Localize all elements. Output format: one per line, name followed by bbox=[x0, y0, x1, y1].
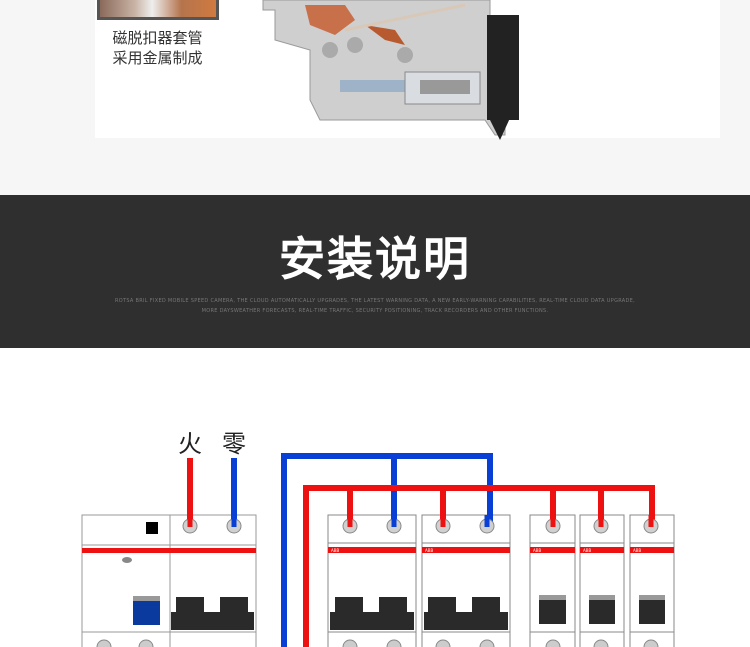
neutral-label: 零 bbox=[222, 430, 246, 458]
banner-subtitle-line-2: MORE DAYSWEATHER FORECASTS, REAL-TIME TR… bbox=[201, 308, 549, 314]
single-pole-breaker: ABB bbox=[629, 514, 675, 647]
breaker-toggle bbox=[589, 597, 615, 624]
banner-subtitle-line-1: ROTSA BRIL FIXED MOBILE SPEED CAMERA, TH… bbox=[114, 298, 636, 304]
breaker-toggle bbox=[539, 597, 566, 624]
single-pole-breaker: ABB bbox=[579, 514, 625, 647]
brand-mark: ABB bbox=[533, 548, 541, 553]
banner-title: 安装说明 bbox=[279, 232, 471, 286]
brand-mark: ABB bbox=[331, 548, 339, 553]
caption-line-1: 磁脱扣器套管 bbox=[112, 29, 203, 47]
brand-mark: ABB bbox=[425, 548, 433, 553]
caption-line-2: 采用金属制成 bbox=[112, 49, 203, 67]
rcd-toggle bbox=[171, 612, 254, 630]
product-detail-section: 磁脱扣器套管 采用金属制成 bbox=[0, 0, 750, 195]
feature-caption: 磁脱扣器套管 采用金属制成 bbox=[95, 28, 220, 68]
breaker-toggle bbox=[639, 597, 665, 624]
installation-banner: 安装说明 ROTSA BRIL FIXED MOBILE SPEED CAMER… bbox=[0, 195, 750, 348]
breaker-toggle bbox=[330, 612, 414, 630]
trip-sleeve-thumbnail bbox=[97, 0, 219, 20]
two-pole-breaker: ABB bbox=[421, 514, 511, 647]
wiring-diagram: 火 零 ABB ABB ABB ABB ABB bbox=[81, 430, 675, 647]
live-bus-wire bbox=[303, 485, 655, 647]
two-pole-breaker: ABB bbox=[327, 514, 417, 647]
rcd-handle bbox=[133, 598, 160, 625]
breaker-cutaway-image bbox=[262, 0, 519, 140]
brand-mark: ABB bbox=[583, 548, 591, 553]
single-pole-breaker: ABB bbox=[529, 514, 576, 647]
rcd-breaker bbox=[81, 514, 257, 647]
test-button-icon bbox=[122, 557, 132, 563]
breaker-toggle bbox=[424, 612, 508, 630]
test-indicator bbox=[146, 522, 158, 534]
brand-mark: ABB bbox=[633, 548, 641, 553]
live-label: 火 bbox=[178, 430, 202, 458]
